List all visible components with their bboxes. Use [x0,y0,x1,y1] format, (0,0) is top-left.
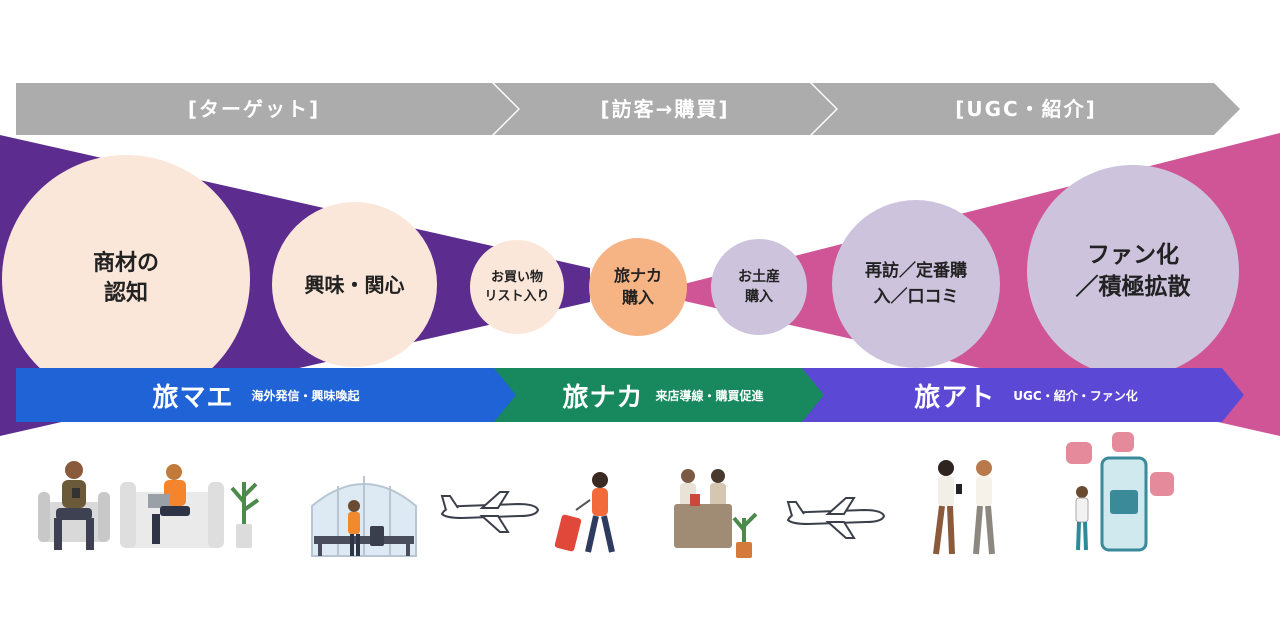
stage-label-visit: [訪客→購買] [600,97,730,121]
phase-during-title: 旅ナカ [562,382,644,413]
person-sofa-phone-icon [38,461,110,550]
stage-chevron-target [16,83,518,135]
phase-arrow-before [16,368,518,422]
circle-interest: 興味・関心 [272,202,437,367]
phase-after-title: 旅アト [914,382,996,413]
phase-arrow-during [494,368,826,422]
stage-label-ugc: [UGC・紹介] [955,97,1097,121]
airport-waiting-icon [311,476,417,557]
phase-before-title: 旅マエ [152,382,234,413]
phase-during-subtitle: 来店導線・購買促進 [655,388,764,403]
phase-before-subtitle: 海外発信・興味喚起 [251,388,360,403]
stage-label-target: [ターゲット] [187,97,321,121]
traveler-suitcase-icon [554,472,615,553]
circle-souvenir-purchase: お土産 購入 [711,239,807,335]
phase-arrow-after [802,368,1244,422]
phase-after: 旅アト UGC・紹介・ファン化 [826,368,1226,422]
airplane-icon [786,497,886,539]
circle-on-trip-purchase: 旅ナカ 購入 [589,238,687,336]
phase-before: 旅マエ 海外発信・興味喚起 [16,368,496,422]
person-laptop-plant-icon [120,464,260,548]
circle-shopping-list: お買い物 リスト入り [470,240,564,334]
phase-during: 旅ナカ 来店導線・購買促進 [520,368,806,422]
phase-after-subtitle: UGC・紹介・ファン化 [1013,388,1138,403]
stage-chevron-visit [494,83,836,135]
shop-counter-icon [674,469,758,558]
circle-fan: ファン化 ／積極拡散 [1027,165,1239,377]
people-chatting-icon [933,460,995,555]
airplane-icon [440,491,540,533]
circle-revisit: 再訪／定番購 入／口コミ [832,200,1000,368]
stage-chevron-ugc [812,83,1240,135]
social-media-icon [1066,432,1174,552]
circle-awareness: 商材の 認知 [2,155,250,403]
